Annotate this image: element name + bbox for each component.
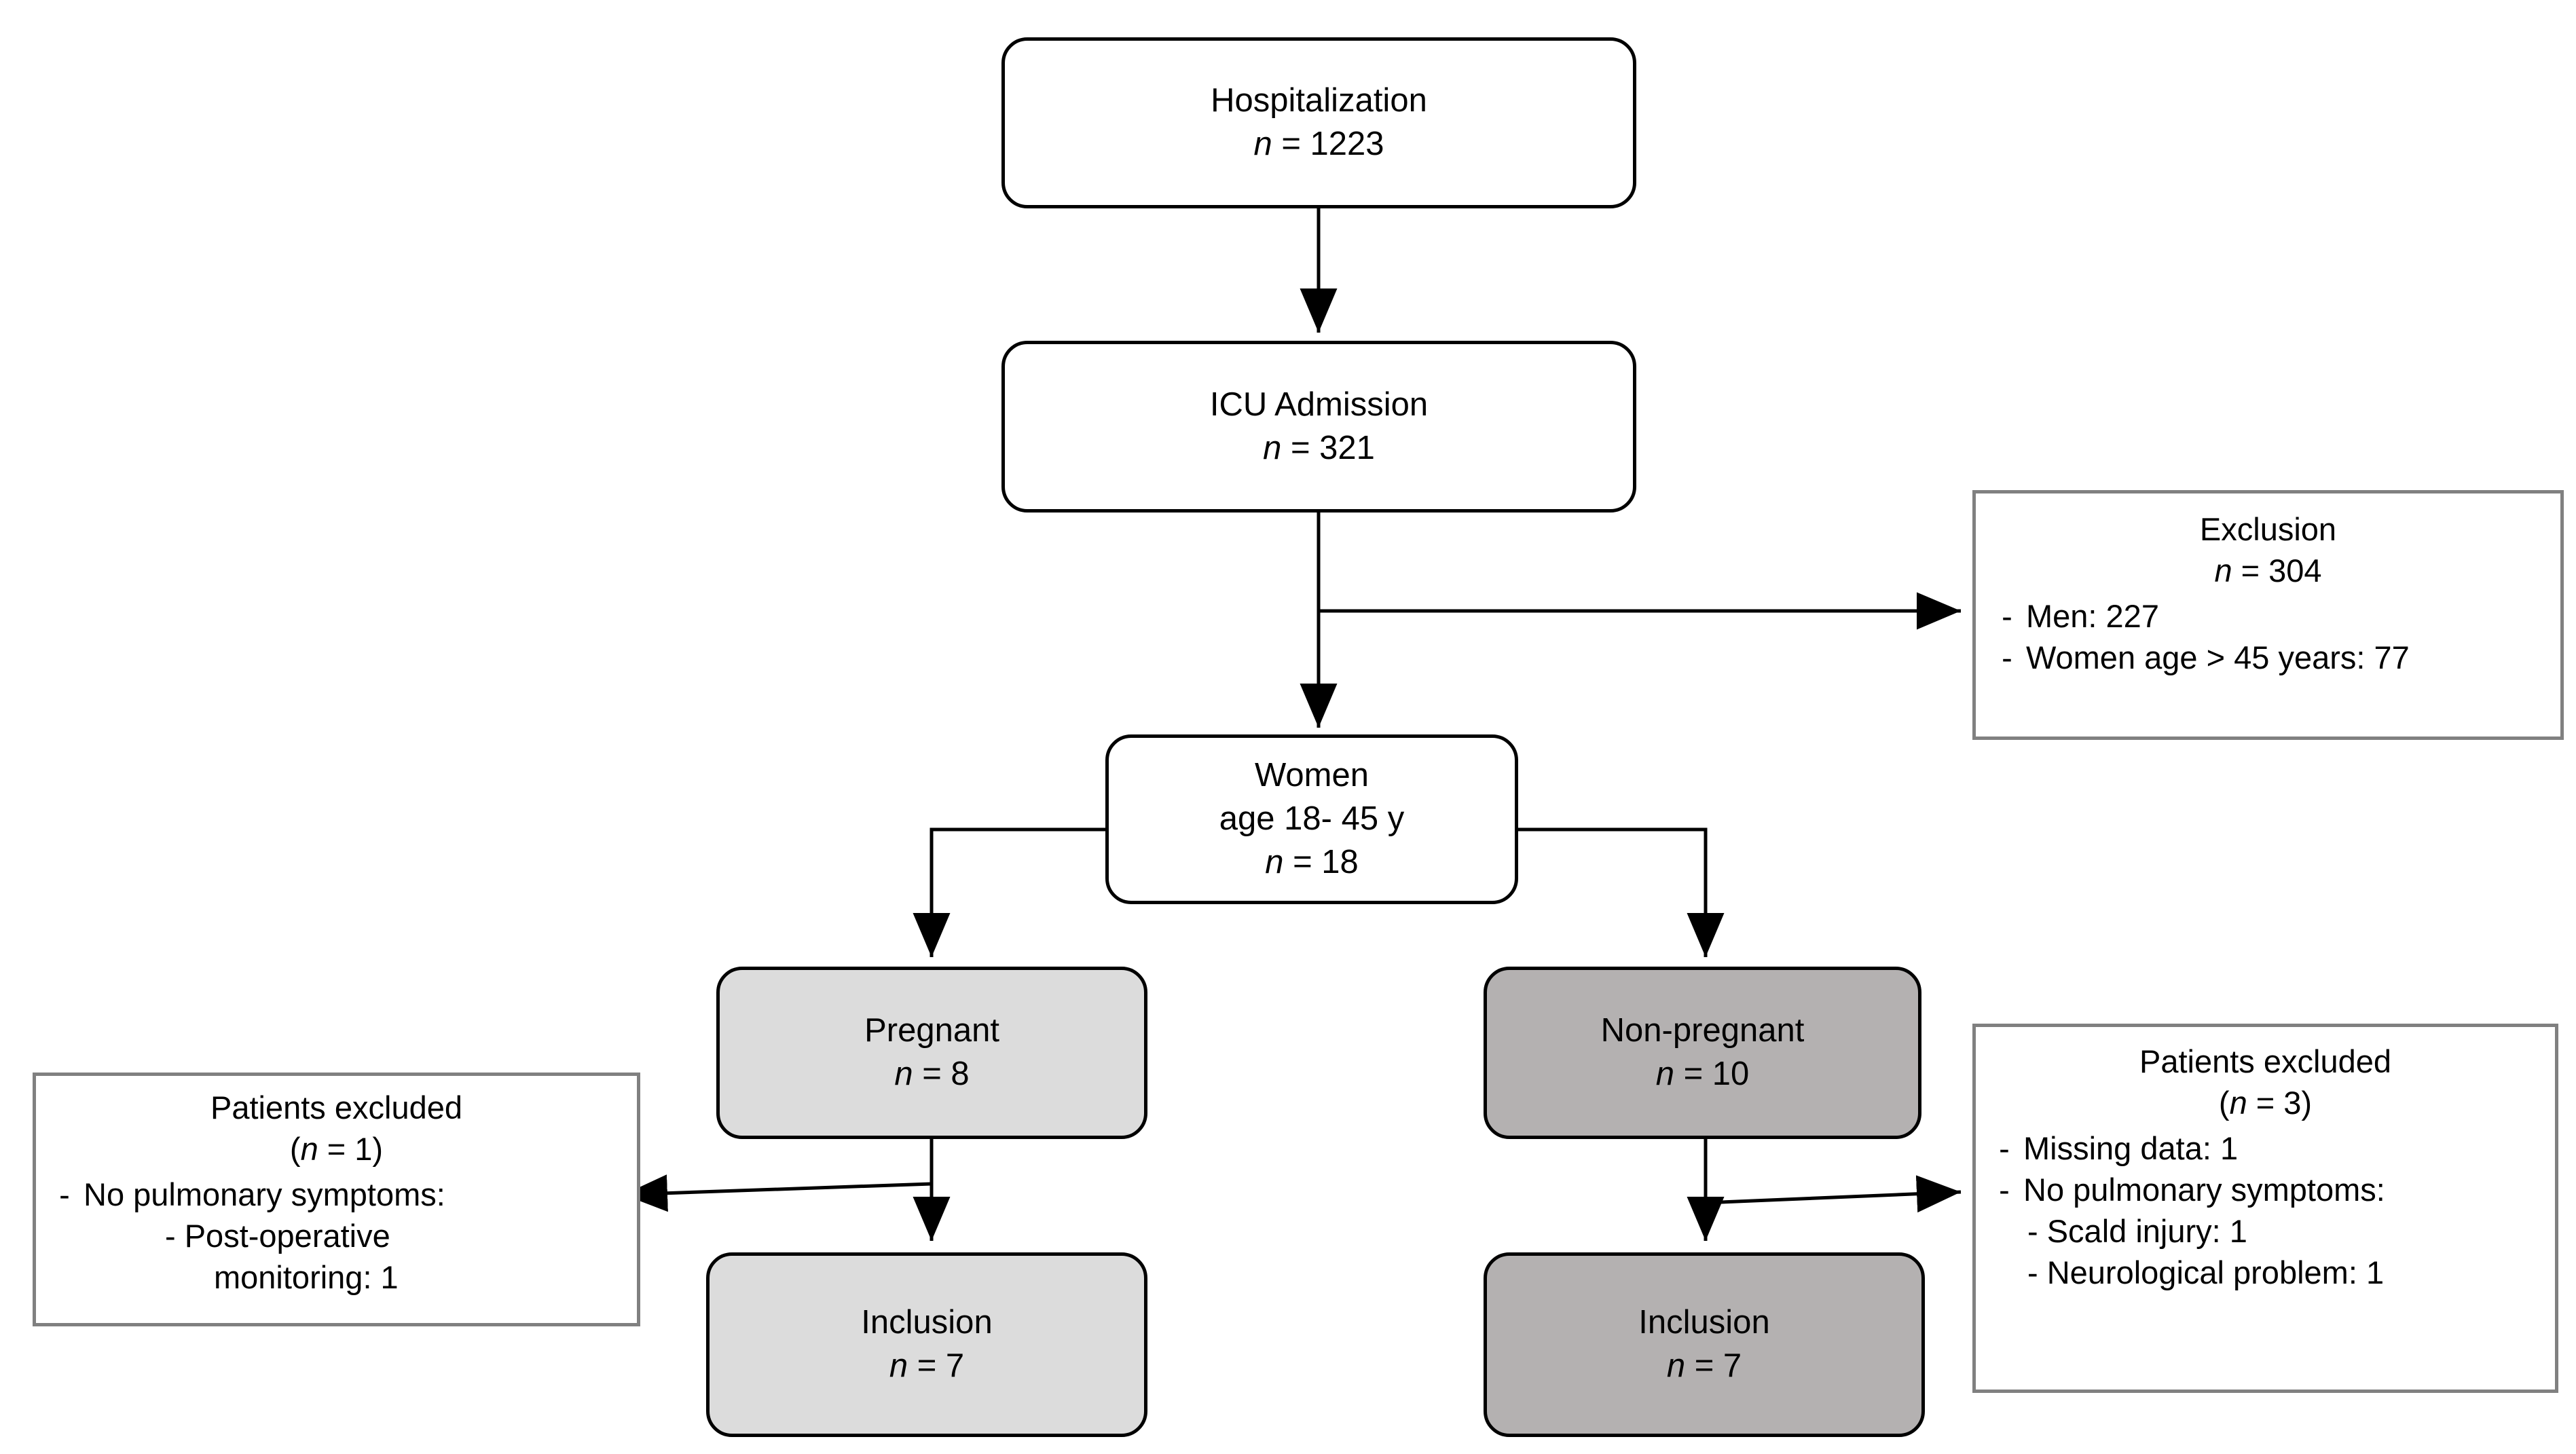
node-inclusion-pregnant[interactable]: Inclusion n = 7	[706, 1252, 1147, 1437]
note-patients-excluded-pregnant[interactable]: Patients excluded (n = 1) - No pulmonary…	[33, 1073, 640, 1326]
node-inclusion-pregnant-label: Inclusion	[861, 1304, 993, 1341]
bullet-item: - Missing data: 1	[1985, 1127, 2545, 1169]
note-excluded-right-bullets: - Missing data: 1 - No pulmonary symptom…	[1985, 1127, 2545, 1293]
node-women-count: n = 18	[1265, 843, 1359, 880]
connector-pregnant-to-excluded-left	[623, 1174, 932, 1212]
bullet-item: - Women age > 45 years: 77	[1988, 637, 2548, 678]
node-hospitalization-label: Hospitalization	[1211, 82, 1427, 119]
node-icu-admission[interactable]: ICU Admission n = 321	[1001, 341, 1636, 512]
sub-bullet-text: - Scald injury: 1	[2027, 1213, 2247, 1250]
note-excluded-left-title: Patients excluded	[210, 1089, 463, 1125]
note-excluded-right-count: (n = 3)	[2218, 1085, 2313, 1121]
sub-bullet-text: - Post-operative	[165, 1218, 390, 1254]
note-excluded-right-title: Patients excluded	[2139, 1043, 2392, 1079]
node-pregnant-label: Pregnant	[864, 1012, 999, 1049]
node-icu-admission-label: ICU Admission	[1209, 386, 1429, 423]
bullet-item: - No pulmonary symptoms:	[1985, 1169, 2545, 1210]
bullet-text: No pulmonary symptoms:	[84, 1176, 445, 1213]
node-non-pregnant-label: Non-pregnant	[1600, 1012, 1805, 1049]
bullet-text: No pulmonary symptoms:	[2023, 1172, 2385, 1208]
bullet-text: Missing data: 1	[2023, 1130, 2239, 1167]
note-patients-excluded-non-pregnant[interactable]: Patients excluded (n = 3) - Missing data…	[1972, 1024, 2558, 1393]
note-exclusion-count: n = 304	[2214, 553, 2322, 589]
connector-women-to-non-pregnant	[1518, 827, 1725, 957]
note-exclusion[interactable]: Exclusion n = 304 - Men: 227 - Women age…	[1972, 490, 2564, 740]
node-inclusion-pregnant-count: n = 7	[889, 1347, 965, 1384]
note-exclusion-title: Exclusion	[2199, 511, 2337, 547]
bullet-item: - No pulmonary symptoms:	[45, 1174, 627, 1215]
note-excluded-left-count: (n = 1)	[289, 1131, 384, 1168]
sub-bullet-text: - Neurological problem: 1	[2027, 1254, 2385, 1291]
node-inclusion-non-pregnant-label: Inclusion	[1638, 1304, 1770, 1341]
bullet-text: Men: 227	[2026, 598, 2159, 635]
node-icu-admission-count: n = 321	[1263, 429, 1375, 466]
sub-bullet-text: monitoring: 1	[214, 1259, 399, 1296]
note-exclusion-bullets: - Men: 227 - Women age > 45 years: 77	[1988, 595, 2548, 678]
node-hospitalization-count: n = 1223	[1253, 126, 1384, 162]
node-pregnant[interactable]: Pregnant n = 8	[716, 967, 1147, 1139]
node-women-age: age 18- 45 y	[1219, 800, 1405, 838]
node-non-pregnant-count: n = 10	[1655, 1056, 1750, 1092]
bullet-dash: -	[2002, 639, 2012, 676]
bullet-dash: -	[1999, 1130, 2010, 1167]
bullet-dash: -	[2002, 598, 2012, 635]
note-excluded-left-bullets: - No pulmonary symptoms: - Post-operativ…	[45, 1174, 627, 1298]
node-pregnant-count: n = 8	[894, 1056, 970, 1092]
node-inclusion-non-pregnant[interactable]: Inclusion n = 7	[1484, 1252, 1925, 1437]
connector-non-pregnant-to-excluded-right	[1705, 1175, 1962, 1213]
node-women-label: Women	[1255, 757, 1369, 794]
bullet-dash: -	[1999, 1172, 2010, 1208]
node-non-pregnant[interactable]: Non-pregnant n = 10	[1484, 967, 1921, 1139]
bullet-item: - Men: 227	[1988, 595, 2548, 637]
node-hospitalization[interactable]: Hospitalization n = 1223	[1001, 37, 1636, 208]
connector-women-to-pregnant	[913, 827, 1119, 957]
node-women[interactable]: Women age 18- 45 y n = 18	[1105, 734, 1518, 904]
bullet-text: Women age > 45 years: 77	[2026, 639, 2410, 676]
bullet-dash: -	[59, 1176, 70, 1213]
node-inclusion-non-pregnant-count: n = 7	[1666, 1347, 1742, 1384]
